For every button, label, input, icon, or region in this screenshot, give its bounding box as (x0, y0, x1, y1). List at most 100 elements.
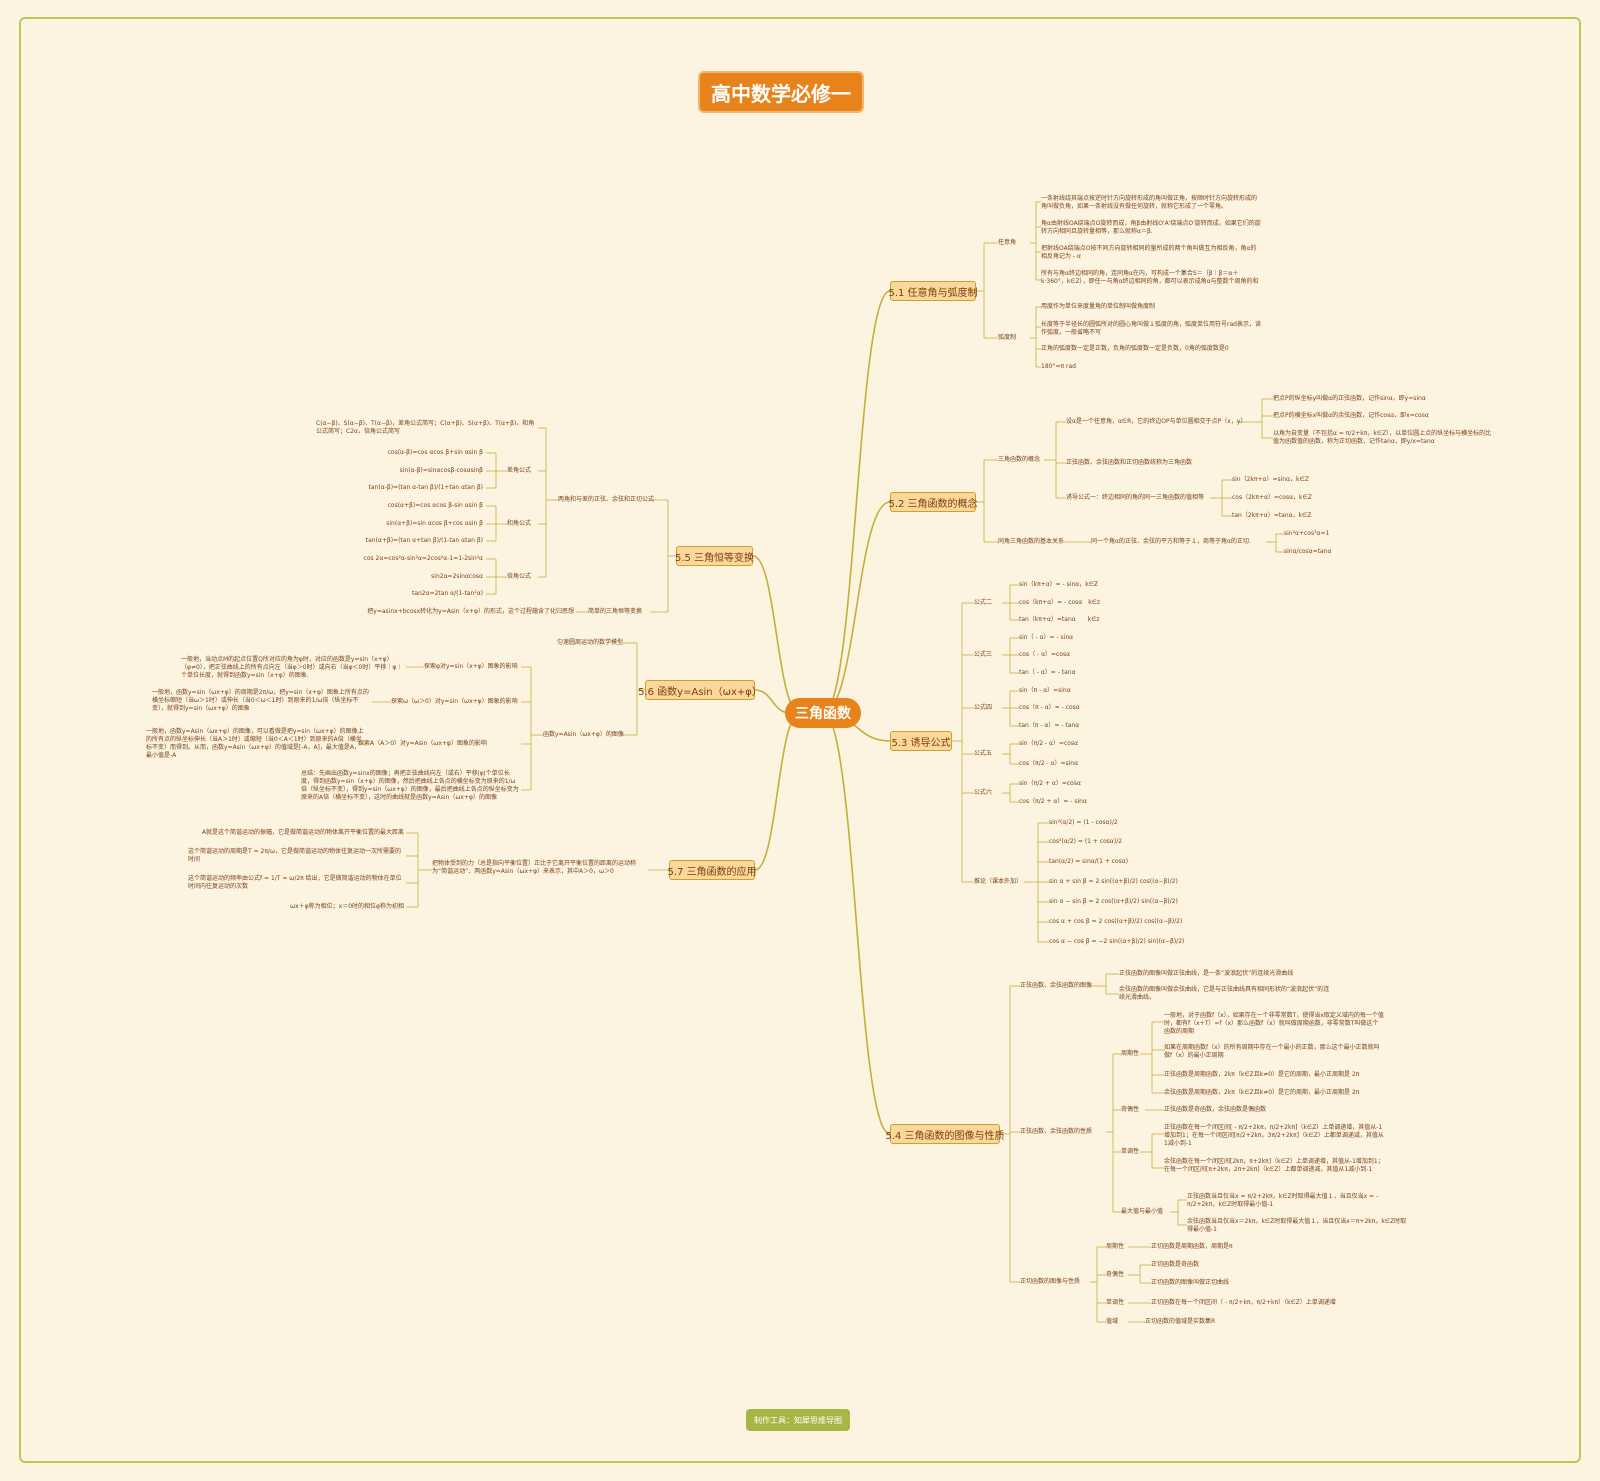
node-5-2-relation[interactable]: 同角三角函数的基本关系 (998, 538, 1065, 545)
leaf-5-4-p1: 一般地，对于函数f（x），如果存在一个非零常数T，使得当x取定义域内的每一个值时… (1164, 1012, 1384, 1035)
node-5-2-formula-1[interactable]: 诱导公式一：终边相同的角的同一三角函数的值相等 (1066, 494, 1205, 501)
node-5-4-properties[interactable]: 正弦函数、余弦函数的性质 (1020, 1128, 1093, 1135)
node-5-4-periodicity[interactable]: 周期性 (1121, 1050, 1140, 1057)
leaf-5-6-omega: 一般地，函数y=sin（ωx+φ）的周期是2π/ω，把y=sin（x+φ）图象上… (152, 689, 369, 712)
node-formula-3[interactable]: 公式三 (974, 651, 993, 658)
leaf-5-4-p4: 余弦函数是周期函数，2kπ（k∈Z且k≠0）是它的周期，最小正周期是 2π (1164, 1089, 1360, 1096)
node-5-4-parity[interactable]: 奇偶性 (1121, 1106, 1140, 1113)
node-formula-2[interactable]: 公式二 (974, 599, 993, 606)
leaf-5-7-amplitude: A就是这个简谐运动的振幅，它是做简谐运动的物体离开平衡位置的最大距离 (201, 829, 404, 836)
node-5-2-definition[interactable]: 设α是一个任意角，α∈R，它的终边OP与单位圆相交于点P（x，y） (1066, 418, 1247, 425)
node-formula-5[interactable]: 公式五 (974, 750, 993, 757)
node-formula-4[interactable]: 公式四 (974, 704, 993, 711)
node-5-4-tan-range[interactable]: 值域 (1106, 1318, 1119, 1325)
leaf-f2-3: tan（kπ+α）=tanα k∈z (1019, 616, 1100, 623)
connector (754, 712, 801, 871)
leaf-f6-1: sin（π/2 + α）=cosα (1019, 780, 1081, 787)
leaf-5-6-amplitude: 一般地，函数y=Asin（ωx+φ）的图像，可以看做是把y=sin（ωx+φ）的… (146, 728, 364, 759)
topic-5-7[interactable]: 5.7 三角函数的应用 (667, 860, 757, 880)
leaf-5-1-8: 180°=π rad (1041, 363, 1076, 370)
leaf-5-1-2: 角α由射线OA绕端点O旋转而成，角β由射线O'A'绕端点O'旋转而成，如果它们的… (1041, 220, 1261, 235)
leaf-5-5-b3: tan2α=2tan α/(1-tan²α) (411, 590, 483, 597)
leaf-f4-3: tan（π - α）= - tanα (1019, 722, 1080, 729)
node-5-5-double[interactable]: 倍角公式 (507, 573, 532, 580)
topic-5-1[interactable]: 5.1 任意角与弧度制 (888, 281, 978, 301)
node-5-6-model[interactable]: 匀速圆周运动的数学模型 (557, 639, 624, 646)
leaf-5-1-1: 一条射线绕其端点按逆时针方向旋转形成的角叫做正角，按顺时针方向旋转形成的角叫做负… (1041, 195, 1258, 210)
connector (822, 290, 891, 714)
topic-5-3[interactable]: 5.3 诱导公式 (890, 731, 952, 751)
leaf-5-2-pythag: sin²α+cos²α=1 (1284, 530, 1330, 537)
leaf-5-1-4: 所有与角α终边相同的角，连同角α在内，可构成一个集合S＝｛β｜β＝α＋k·360… (1041, 270, 1259, 285)
node-5-4-graph[interactable]: 正弦函数、余弦函数的图像 (1020, 982, 1093, 989)
node-5-5-simple[interactable]: 简单的三角恒等变换 (588, 608, 643, 615)
node-5-1-radian[interactable]: 弧度制 (998, 334, 1017, 341)
topic-5-5[interactable]: 5.5 三角恒等变换 (675, 546, 754, 566)
leaf-5-6-phi: 一般地，当动点M的起点位置Q所对应的角为φ时，对应的函数是y=sin（x+φ）（… (181, 656, 403, 679)
central-topic[interactable]: 三角函数 (785, 698, 861, 728)
node-5-4-extrema[interactable]: 最大值与最小值 (1121, 1208, 1164, 1215)
leaf-5-4-tan-period: 正切函数是周期函数，周期是π (1151, 1243, 1233, 1250)
leaf-5-5-abbrev: C(α−β)、S(α−β)、T(α−β)，差角公式简写；C(α+β)、S(α+β… (316, 420, 535, 435)
node-5-7-shm[interactable]: 把物体受到的力（总是指向平衡位置）正比于它离开平衡位置的距离的运动称为“简谐运动… (432, 860, 637, 875)
connector (822, 712, 891, 1135)
leaf-f6-2: cos（π/2 + α）= - sinα (1019, 798, 1087, 805)
node-5-5-sum-diff[interactable]: 两角和与差的正弦、余弦和正切公式 (558, 496, 655, 503)
leaf-cor-6: cos α + cos β = 2 cos((α+β)/2) cos((α−β)… (1049, 918, 1183, 925)
node-5-6-omega[interactable]: 探索ω（ω＞0）对y=sin（ωx+φ）图象的影响 (391, 698, 518, 705)
node-5-2-relation-desc[interactable]: 同一个角α的正弦、余弦的平方和等于１，商等于角α的正切. (1091, 538, 1251, 545)
topic-5-6[interactable]: 5.6 函数y=Asin（ωx+φ） (638, 680, 762, 700)
leaf-5-2-tan: 以角为自变量（不包括α = π/2+kπ，k∈Z），以单位圆上点的纵坐标与横坐标… (1273, 430, 1492, 445)
node-5-4-tan-mono[interactable]: 单调性 (1106, 1299, 1125, 1306)
page-title: 高中数学必修一 (700, 73, 862, 111)
node-5-6-phi[interactable]: 探索φ对y=sin（x+φ）图象的影响 (424, 663, 518, 670)
node-corollary[interactable]: 推论（课本外加） (974, 878, 1023, 885)
leaf-5-4-tan-range: 正切函数的值域是实数集R (1145, 1318, 1216, 1325)
node-5-5-diff[interactable]: 差角公式 (507, 467, 532, 474)
leaf-f2-1: sin（kπ+α）= - sinα，k∈Z (1019, 581, 1099, 588)
leaf-5-4-m2: 余弦函数在每一个闭区间[2kπ，π+2kπ]（k∈Z）上单调递增，其值从-1增加… (1164, 1158, 1384, 1173)
leaf-5-4-cosine-curve: 余弦函数的图像叫做余弦曲线，它是与正弦曲线具有相同形状的“波浪起伏”的连续光滑曲… (1119, 986, 1330, 1001)
leaf-5-2-trig: 正弦函数、余弦函数和正切函数统称为三角函数 (1066, 459, 1193, 466)
canvas-frame (19, 17, 1581, 1463)
node-5-4-tan-parity[interactable]: 奇偶性 (1106, 1271, 1125, 1278)
leaf-5-7-period: 这个简谐运动的周期是T = 2π/ω，它是做简谐运动的物体往复运动一次所需要的时… (188, 848, 401, 863)
leaf-f3-2: cos（ - α）=cosα (1019, 651, 1071, 658)
leaf-5-7-frequency: 这个简谐运动的频率由公式f = 1/T = ω/2π 给出，它是做简谐运动的物体… (188, 875, 402, 890)
leaf-5-6-summary: 总结：先画出函数y=sinx的图像；再把正弦曲线向左（或右）平移|φ|个单位长度… (301, 770, 519, 801)
node-5-6-amplitude[interactable]: 探索A（A＞0）对y=Asin（ωx+φ）图象的影响 (358, 740, 487, 747)
node-5-4-tangent[interactable]: 正切函数的图像与性质 (1020, 1278, 1081, 1285)
leaf-5-5-b2: sin2α=2sinαcosα (431, 573, 483, 580)
topic-5-4[interactable]: 5.4 三角函数的图像与性质 (885, 1124, 1005, 1144)
leaf-f5-2: cos（π/2 - α）=sinα (1019, 760, 1079, 767)
leaf-5-1-5: 用度作为单位来度量角的单位制叫做角度制 (1041, 303, 1156, 310)
leaf-cor-1: sin²(α/2) = (1 - cosα)/2 (1049, 819, 1118, 826)
node-5-5-sum[interactable]: 和角公式 (507, 520, 532, 527)
leaf-cor-4: sin α + sin β = 2 sin((α+β)/2) cos((α−β)… (1049, 878, 1178, 885)
leaf-cor-5: sin α − sin β = 2 cos((α+β)/2) sin((α−β)… (1049, 898, 1178, 905)
node-5-4-monotonic[interactable]: 单调性 (1121, 1148, 1140, 1155)
leaf-5-1-6: 长度等于半径长的圆弧所对的圆心角叫做１弧度的角，弧度单位用符号rad表示，读作弧… (1041, 321, 1261, 336)
leaf-5-2-f1-tan: tan（2kπ+α）=tanα，k∈Z (1232, 512, 1312, 519)
leaf-cor-3: tan(α/2) = sinα/(1 + cosα) (1049, 858, 1129, 865)
topic-5-2[interactable]: 5.2 三角函数的概念 (888, 492, 978, 512)
leaf-5-4-p2: 如果在周期函数f（x）的所有周期中存在一个最小的正数，那么这个最小正数就叫做f（… (1164, 1044, 1380, 1059)
node-formula-6[interactable]: 公式六 (974, 789, 993, 796)
leaf-5-2-f1-cos: cos（2kπ+α）=cosα，k∈Z (1232, 494, 1312, 501)
leaf-f5-1: sin（π/2 - α）=cosα (1019, 740, 1079, 747)
leaf-5-4-p3: 正弦函数是周期函数，2kπ（k∈Z且k≠0）是它的周期，最小正周期是 2π (1164, 1071, 1360, 1078)
leaf-f3-3: tan（ - α）= - tanα (1019, 669, 1076, 676)
made-with-badge[interactable]: 制作工具：知犀思维导图 (746, 1409, 850, 1431)
leaf-f4-2: cos（π - α）= - cosα (1019, 704, 1080, 711)
leaf-5-4-q1: 正弦函数是奇函数，余弦函数是偶函数 (1164, 1106, 1267, 1113)
node-5-1-any-angle[interactable]: 任意角 (998, 239, 1017, 246)
leaf-5-5-d2: sin(α-β)=sinαcosβ-cosαsinβ (399, 467, 483, 474)
node-5-2-concept[interactable]: 三角函数的概念 (998, 456, 1041, 463)
leaf-5-5-b1: cos 2α=cos²α-sin²α=2cos²α-1=1-2sin²α (363, 555, 483, 562)
leaf-5-4-tan-curve: 正切函数的图像叫做正切曲线 (1151, 1279, 1230, 1286)
node-5-6-graph[interactable]: 函数y=Asin（ωx+φ）的图像 (543, 731, 624, 738)
leaf-f4-1: sin（π - α）=sinα (1019, 687, 1071, 694)
leaf-5-5-h1: cos(α+β)=cos αcos β-sin αsin β (387, 502, 483, 509)
leaf-5-4-x2: 余弦函数当且仅当x＝2kπ，k∈Z时取得最大值１，当且仅当x＝π+2kπ，k∈Z… (1187, 1218, 1407, 1233)
node-5-4-tan-period[interactable]: 周期性 (1106, 1243, 1125, 1250)
